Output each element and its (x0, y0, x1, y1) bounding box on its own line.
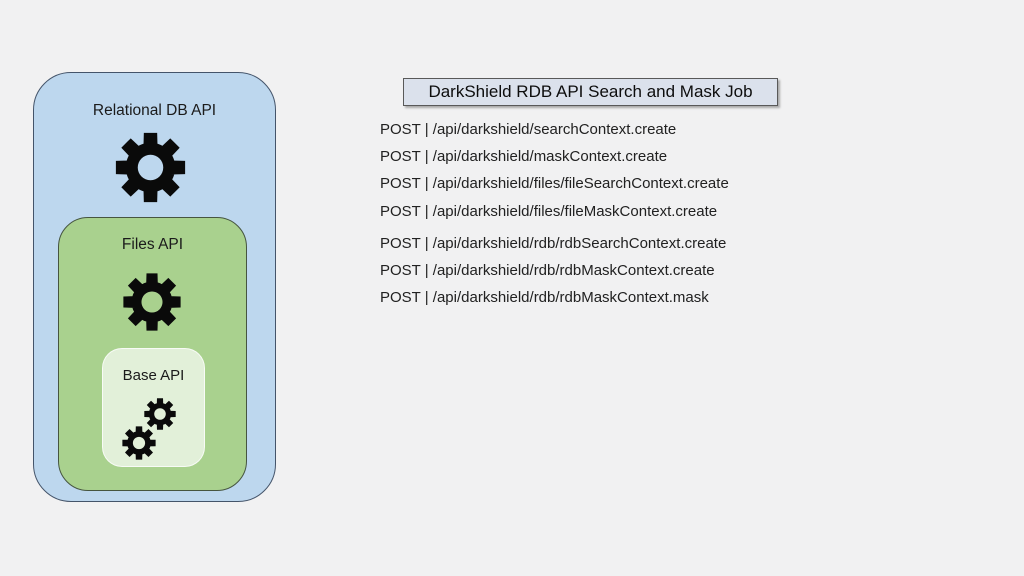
endpoint-list: POST | /api/darkshield/searchContext.cre… (380, 116, 729, 311)
endpoint-line: POST | /api/darkshield/files/fileSearchC… (380, 175, 729, 193)
gear-icon (143, 397, 177, 431)
relational-db-api-label: Relational DB API (92, 102, 217, 119)
base-api-label: Base API (122, 367, 185, 384)
endpoint-line: POST | /api/darkshield/maskContext.creat… (380, 148, 668, 166)
endpoint-line: POST | /api/darkshield/rdb/rdbMaskContex… (380, 289, 709, 307)
gear-icon (121, 271, 183, 333)
files-api-label: Files API (121, 236, 184, 253)
endpoint-line: POST | /api/darkshield/searchContext.cre… (380, 121, 677, 138)
panel-title: DarkShield RDB API Search and Mask Job (428, 82, 753, 101)
gear-icon (113, 130, 188, 205)
endpoint-line: POST | /api/darkshield/rdb/rdbSearchCont… (380, 234, 727, 252)
endpoint-line: POST | /api/darkshield/files/fileMaskCon… (380, 202, 718, 220)
gear-icon (121, 425, 157, 461)
endpoint-line: POST | /api/darkshield/rdb/rdbMaskContex… (380, 262, 715, 280)
panel-title-box: DarkShield RDB API Search and Mask Job (403, 78, 778, 106)
